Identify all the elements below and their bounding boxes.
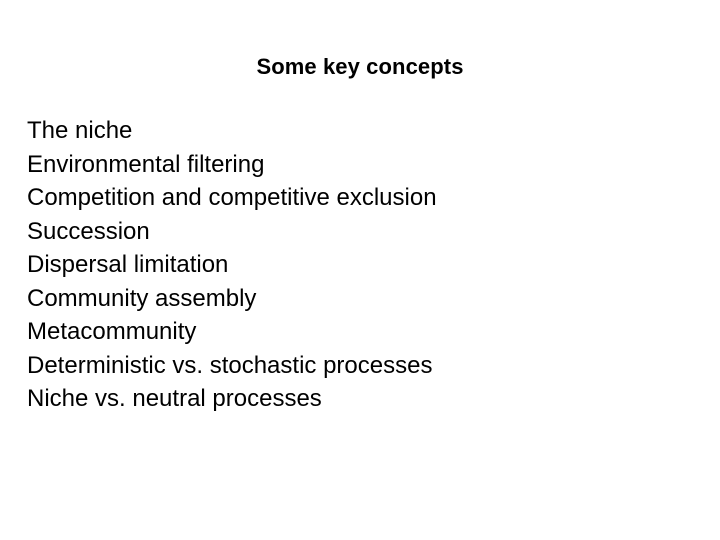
list-item: Competition and competitive exclusion <box>27 184 437 211</box>
page-title: Some key concepts <box>256 54 464 79</box>
list-item: Environmental filtering <box>27 150 265 178</box>
list-item: Succession <box>27 217 150 245</box>
list-item: The niche <box>27 117 133 144</box>
list-item: Dispersal limitation <box>27 251 229 278</box>
list-item: Deterministic vs. stochastic processes <box>27 351 433 379</box>
concept-list: The niche Environmental filtering Compet… <box>27 114 687 416</box>
list-item: Metacommunity <box>27 318 197 345</box>
list-item: Niche vs. neutral processes <box>27 385 322 412</box>
list-item: Community assembly <box>27 284 257 312</box>
